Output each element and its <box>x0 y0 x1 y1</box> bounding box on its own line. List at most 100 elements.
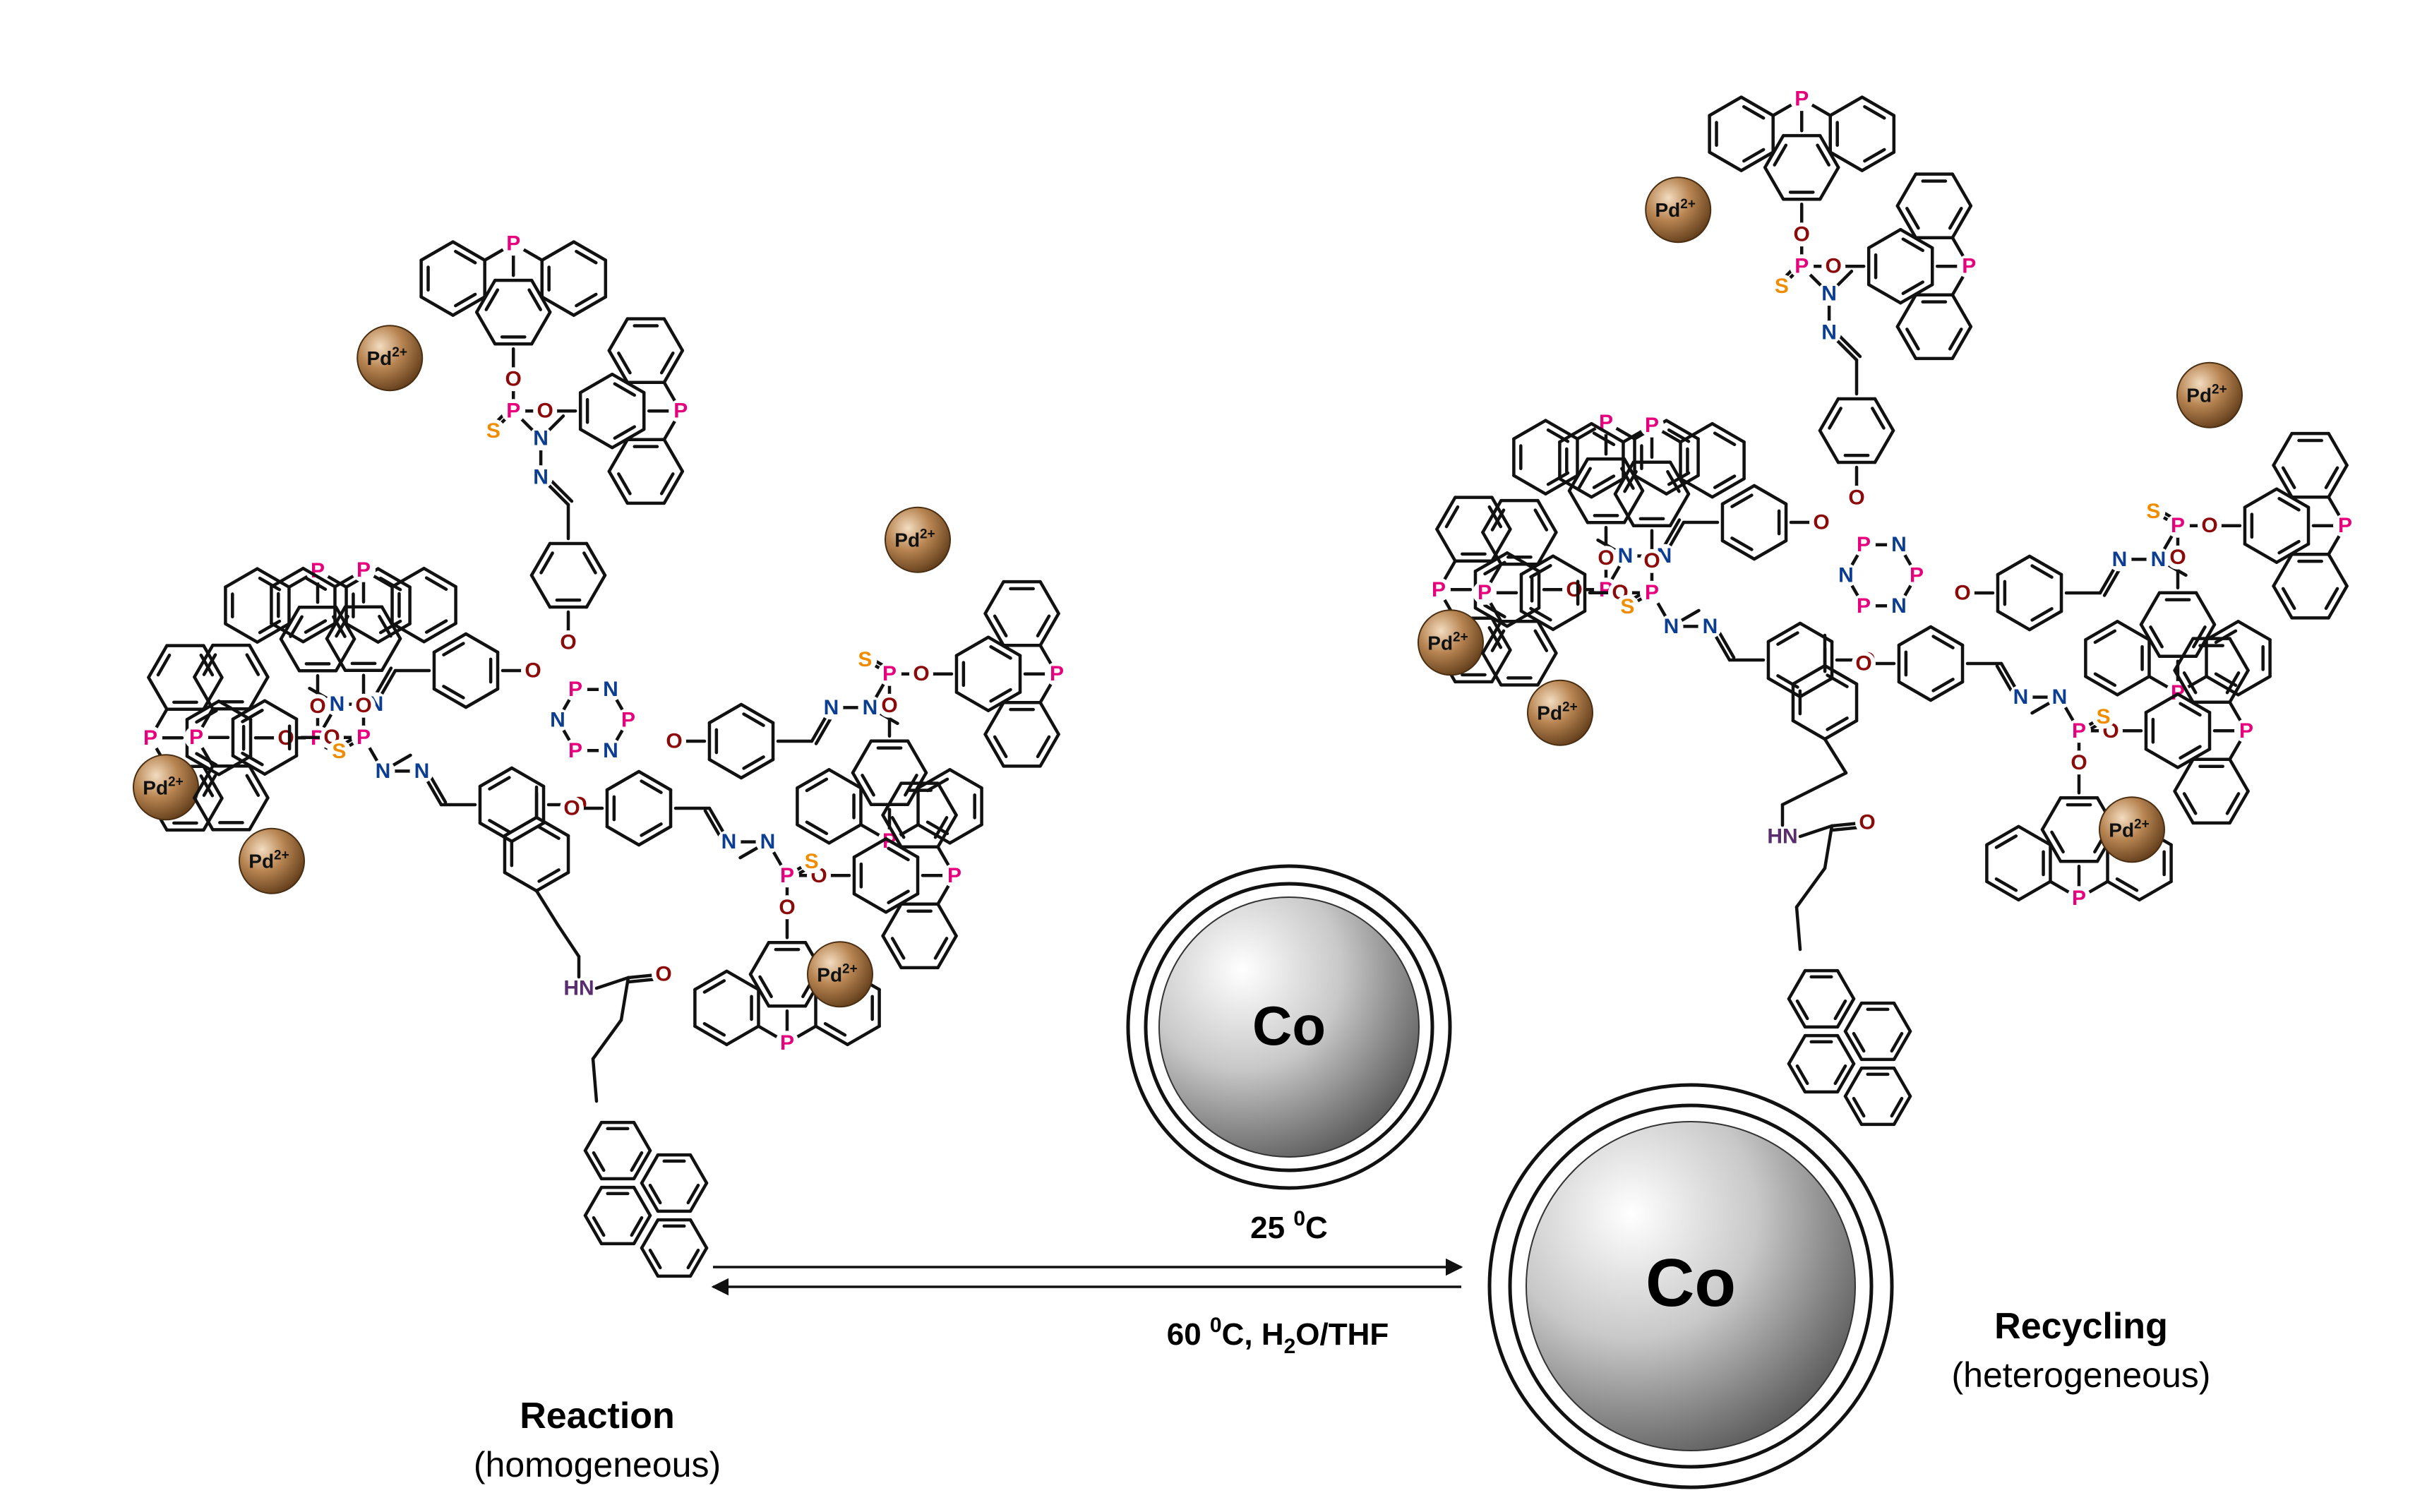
aryl-ring <box>231 699 299 776</box>
bond <box>2243 542 2279 564</box>
atom-mask <box>775 863 799 888</box>
bond <box>1787 997 1807 1029</box>
bond <box>906 739 928 774</box>
nitrogen-atom: N <box>533 427 549 450</box>
bond <box>575 292 598 308</box>
triphenylphosphine: P <box>184 643 270 832</box>
phenyl-ring <box>193 643 270 711</box>
phenyl-ring <box>503 815 570 893</box>
bond <box>2017 880 2052 902</box>
bond <box>936 813 958 848</box>
bond <box>739 702 775 725</box>
bond <box>193 796 215 832</box>
bond <box>619 976 630 1022</box>
nitrogen-atom: N <box>1891 594 1907 618</box>
pd-nanoparticle: Pd2+ <box>133 754 199 821</box>
atom-mask <box>1640 548 1664 573</box>
atom-mask <box>327 739 352 764</box>
bond <box>1950 293 1973 329</box>
bond <box>1852 1031 1866 1053</box>
bond <box>2173 757 2195 793</box>
bond <box>378 619 402 635</box>
bond <box>537 825 561 840</box>
phosphorus-atom: P <box>1478 581 1492 604</box>
bond <box>1866 227 1902 250</box>
bond <box>796 823 831 845</box>
bond <box>1931 678 1955 692</box>
bond <box>1590 476 1625 499</box>
aryl-ring <box>474 278 552 346</box>
bond <box>1577 467 1592 490</box>
bond <box>827 768 863 790</box>
bond <box>613 382 636 397</box>
bond <box>2324 466 2339 489</box>
bond <box>1544 474 1579 496</box>
phosphorus-atom: P <box>356 726 371 749</box>
oxygen-atom: O <box>1643 549 1660 572</box>
bond <box>648 1248 662 1270</box>
bond <box>1985 880 2020 902</box>
phosphorus-atom: P <box>780 1031 794 1055</box>
phosphorus-atom: P <box>1050 662 1064 685</box>
bond <box>983 611 1005 647</box>
bond <box>2327 553 2349 588</box>
phosphorus-atom: P <box>621 709 635 732</box>
bond <box>1929 680 1965 702</box>
pd-nanoparticle: Pd2+ <box>885 506 951 573</box>
bond <box>1435 527 1457 563</box>
bond <box>1558 476 1593 499</box>
oxygen-atom: O <box>1859 811 1875 834</box>
right-dendrimer: NPNPNPPOPONNPSOPd2+POPONNPSOPd2+POPONNPS… <box>1418 87 2357 1127</box>
bond <box>1895 172 1918 208</box>
bond <box>2179 745 2202 760</box>
bond <box>304 576 328 592</box>
bond <box>478 766 514 788</box>
bond <box>2205 675 2240 697</box>
pyrene-ring <box>1843 1066 1912 1127</box>
bond <box>1536 652 1558 687</box>
right-state-subtitle: (heterogeneous) <box>1952 1355 2211 1395</box>
bond <box>1826 673 1849 688</box>
bond <box>1828 150 1864 172</box>
bond <box>325 637 347 673</box>
sulfur-atom: S <box>2097 705 2111 728</box>
bond <box>1895 204 1918 239</box>
bond <box>1948 207 1963 230</box>
pd-nanoparticle: Pd2+ <box>807 941 873 1008</box>
atom-mask <box>1887 594 1911 618</box>
bond <box>1766 676 1802 699</box>
bond <box>202 774 217 797</box>
bond <box>334 637 356 673</box>
bond <box>725 969 760 992</box>
bond <box>1752 539 1788 561</box>
oxygen-atom: O <box>563 797 580 820</box>
bond <box>1890 1096 1904 1118</box>
atom-mask <box>599 677 623 702</box>
oxygen-atom: O <box>1813 511 1829 534</box>
triphenylphosphine: P <box>1512 410 1700 496</box>
bond <box>301 566 337 589</box>
bond <box>1892 1029 1912 1062</box>
pyrene-ring <box>1843 1001 1912 1062</box>
oxygen-atom: O <box>666 730 682 753</box>
bond <box>2272 463 2294 499</box>
aryl-ring <box>1763 133 1840 201</box>
atom-mask <box>2091 704 2116 729</box>
bond <box>1490 508 1506 532</box>
left-state-subtitle: (homogeneous) <box>474 1445 721 1484</box>
bond <box>258 619 282 635</box>
nitrogen-atom: N <box>376 760 391 783</box>
bond <box>2027 609 2063 632</box>
bond <box>827 823 863 845</box>
bond <box>904 774 918 797</box>
bond <box>852 892 888 914</box>
nitrogen-atom: N <box>2112 548 2128 571</box>
phenyl-ring <box>983 580 1060 647</box>
bond <box>422 566 457 589</box>
bond <box>881 934 903 970</box>
bond <box>2272 431 2294 467</box>
